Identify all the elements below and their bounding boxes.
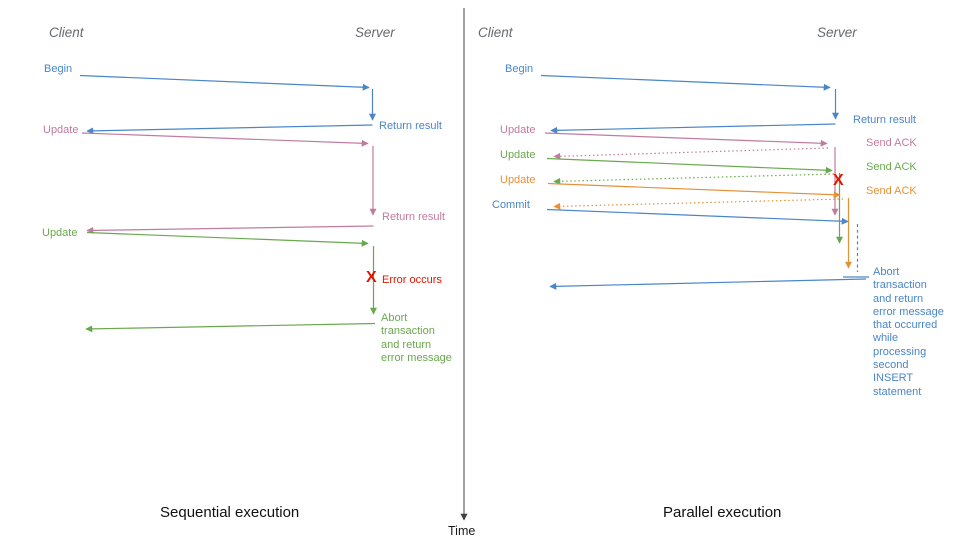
right-caption: Parallel execution [663, 504, 782, 521]
left-return-result-2-arrow [86, 225, 374, 234]
left-update-2-arrow [86, 231, 369, 247]
right-send-ack-2-arrow [553, 173, 835, 185]
right-update-2-label: Update [500, 149, 536, 161]
right-abort-arrow [549, 278, 867, 290]
right-begin-label: Begin [505, 63, 534, 75]
left-return-result-1-label: Return result [379, 120, 442, 132]
left-client-header: Client [49, 25, 84, 40]
right-error-x-icon: X [833, 172, 844, 189]
right-send-ack-2-label: Send ACK [866, 161, 917, 173]
left-return-result-2-label: Return result [382, 211, 445, 223]
right-commit-arrow [546, 208, 849, 225]
left-error-label: Error occurs [382, 274, 442, 286]
right-send-ack-1-arrow [553, 147, 829, 160]
right-update-3-arrow [547, 182, 841, 199]
right-panel-arrows [540, 74, 869, 290]
left-update-1-label: Update [43, 124, 79, 136]
right-return-result-arrow [550, 123, 836, 134]
left-return-result-1-arrow [86, 124, 373, 135]
left-begin-arrow [79, 74, 370, 91]
left-abort-label: Abort transaction and return error messa… [381, 312, 452, 364]
left-begin-label: Begin [44, 63, 73, 75]
right-commit-label: Commit [492, 199, 530, 211]
right-send-ack-3-label: Send ACK [866, 185, 917, 197]
right-server-header: Server [817, 25, 857, 40]
left-update-1-arrow [81, 132, 369, 147]
time-axis-label: Time [448, 524, 476, 538]
right-abort-label: Abort transaction and return error messa… [873, 266, 944, 398]
left-update-2-label: Update [42, 227, 78, 239]
right-update-1-label: Update [500, 124, 536, 136]
left-panel-arrows [79, 74, 377, 333]
left-caption: Sequential execution [160, 504, 300, 521]
right-begin-arrow [540, 74, 831, 91]
left-error-x-icon: X [366, 269, 377, 286]
right-update-1-arrow [544, 132, 828, 147]
left-server-header: Server [355, 25, 395, 40]
right-send-ack-1-label: Send ACK [866, 137, 917, 149]
right-client-header: Client [478, 25, 513, 40]
right-send-ack-3-arrow [553, 198, 844, 210]
left-abort-arrow [85, 322, 376, 333]
right-update-3-label: Update [500, 174, 536, 186]
right-update-2-arrow [546, 157, 833, 174]
right-return-result-label: Return result [853, 114, 916, 126]
